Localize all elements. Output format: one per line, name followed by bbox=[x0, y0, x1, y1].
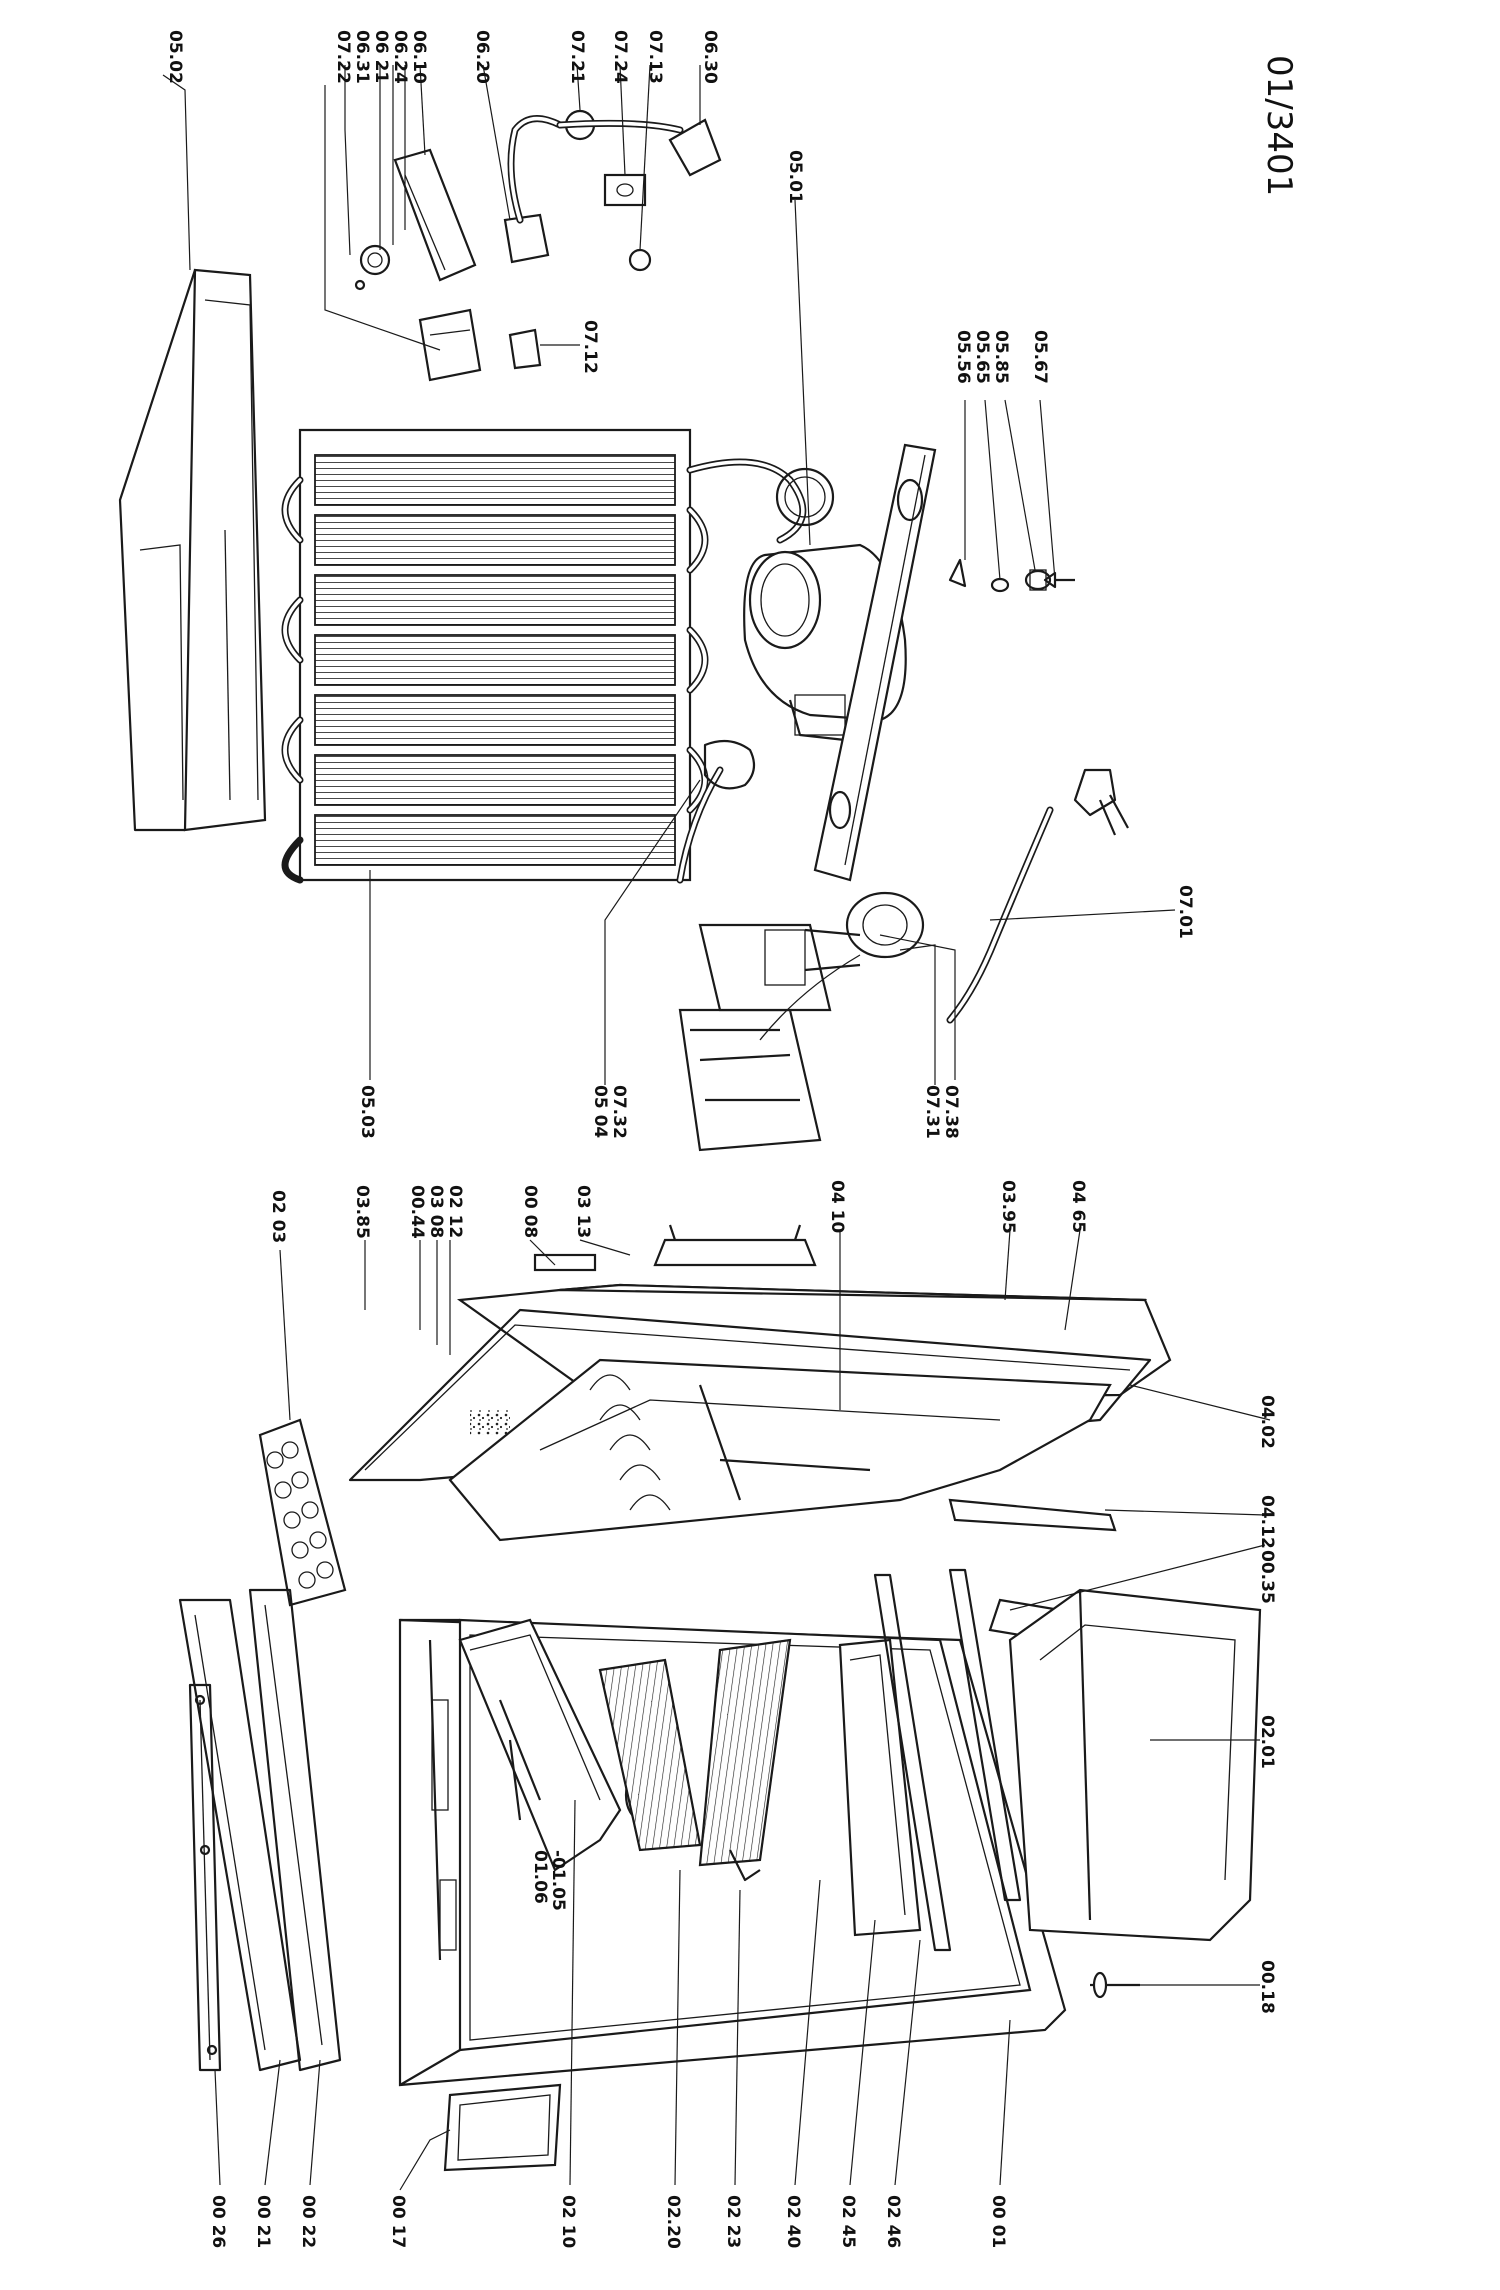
label-00-26: 00 26 bbox=[208, 2195, 228, 2248]
label-00-17: 00 17 bbox=[388, 2195, 408, 2248]
label-06-10: 06.10 bbox=[409, 30, 429, 84]
label-00-22: 00 22 bbox=[298, 2195, 318, 2248]
label-05-02: 05.02 bbox=[165, 30, 185, 84]
leader-lines bbox=[162, 64, 1271, 2191]
label-02-01: 02.01 bbox=[1257, 1715, 1277, 1769]
label-02-40: 02 40 bbox=[783, 2195, 803, 2248]
label-05-85: 05.85 bbox=[991, 330, 1011, 384]
badge-part bbox=[533, 1253, 597, 1272]
label-02-10: 02 10 bbox=[558, 2195, 578, 2248]
label-06-21: 06 21 bbox=[371, 30, 391, 83]
shelf-trim-part bbox=[873, 1568, 1022, 1952]
label-07-24: 07.24 bbox=[610, 30, 630, 84]
label-02-12: 02 12 bbox=[445, 1185, 465, 1238]
label-04-02: 04.02 bbox=[1257, 1395, 1277, 1449]
label-07-38: 07.38 bbox=[941, 1085, 961, 1139]
label-02-46: 02 46 bbox=[883, 2195, 903, 2248]
label-07-12: 07.12 bbox=[580, 320, 600, 374]
drawing-reference-number: 01/3401 bbox=[1259, 55, 1299, 196]
egg-tray-part bbox=[258, 1418, 347, 1607]
label-02-03: 02 03 bbox=[268, 1190, 288, 1243]
drain-channel-part bbox=[443, 2083, 562, 2172]
door-handle-part bbox=[653, 1224, 817, 1267]
label-07-22: 07.22 bbox=[333, 30, 353, 84]
label-07-32: 07.32 bbox=[609, 1085, 629, 1139]
label-02-45: 02 45 bbox=[838, 2195, 858, 2248]
label-05-65: 05.65 bbox=[972, 330, 992, 384]
drip-tray-part bbox=[118, 268, 267, 832]
label-05-67: 05.67 bbox=[1030, 330, 1050, 384]
label-07-01: 07.01 bbox=[1175, 885, 1195, 939]
label-03-85: 03.85 bbox=[352, 1185, 372, 1239]
label-03-08: 03 08 bbox=[426, 1185, 446, 1238]
relay-thermostat-assembly-part bbox=[678, 891, 925, 1152]
label-06-30: 06.30 bbox=[700, 30, 720, 84]
adjustable-foot-part bbox=[1090, 1971, 1140, 1999]
part-labels: 05.02 07.22 06.31 06 21 06.24 06.10 06.2… bbox=[165, 30, 1299, 2249]
label-01-05: -01.05 bbox=[548, 1850, 568, 1911]
label-00-35: 00.35 bbox=[1257, 1550, 1277, 1604]
wire-shelf-part bbox=[598, 1638, 792, 1882]
label-00-18: 00.18 bbox=[1257, 1960, 1277, 2014]
label-03-13: 03 13 bbox=[573, 1185, 593, 1238]
glass-shelf-part bbox=[838, 1638, 922, 1937]
label-05-03: 05.03 bbox=[357, 1085, 377, 1139]
condenser-coil-part bbox=[281, 428, 835, 884]
label-01-06: 01.06 bbox=[530, 1850, 550, 1904]
label-06-20: 06.20 bbox=[472, 30, 492, 84]
label-07-21: 07.21 bbox=[567, 30, 587, 84]
label-05-01: 05.01 bbox=[785, 150, 805, 204]
label-04-65: 04 65 bbox=[1068, 1180, 1088, 1233]
label-05-04: 05 04 bbox=[590, 1085, 610, 1138]
label-05-56: 05.56 bbox=[953, 330, 973, 384]
compressor-base-plate-part bbox=[813, 443, 937, 882]
label-00-01: 00 01 bbox=[988, 2195, 1008, 2248]
label-02-20: 02.20 bbox=[663, 2195, 683, 2249]
label-00-08: 00 08 bbox=[520, 1185, 540, 1238]
power-cord-part bbox=[946, 768, 1129, 1024]
door-gasket-and-liner-part bbox=[348, 1288, 1172, 1542]
label-00-21: 00 21 bbox=[253, 2195, 273, 2248]
label-03-95: 03.95 bbox=[998, 1180, 1018, 1234]
label-04-10: 04 10 bbox=[827, 1180, 847, 1233]
label-04-12: 04.12 bbox=[1257, 1495, 1277, 1549]
lamp-switch-parts bbox=[354, 109, 722, 382]
label-00-44: 00.44 bbox=[407, 1185, 427, 1239]
label-07-13: 07.13 bbox=[645, 30, 665, 84]
label-06-31: 06.31 bbox=[352, 30, 372, 84]
side-rail-part bbox=[188, 1683, 222, 2072]
crisper-drawer-part bbox=[1008, 1588, 1262, 1942]
glass-cover-panels-part bbox=[178, 1588, 342, 2072]
mounting-grommets-part bbox=[948, 558, 1075, 593]
label-07-31: 07.31 bbox=[922, 1085, 942, 1139]
label-06-24: 06.24 bbox=[390, 30, 410, 84]
label-02-23: 02 23 bbox=[723, 2195, 743, 2248]
evaporator-plate-part bbox=[458, 1618, 656, 1872]
